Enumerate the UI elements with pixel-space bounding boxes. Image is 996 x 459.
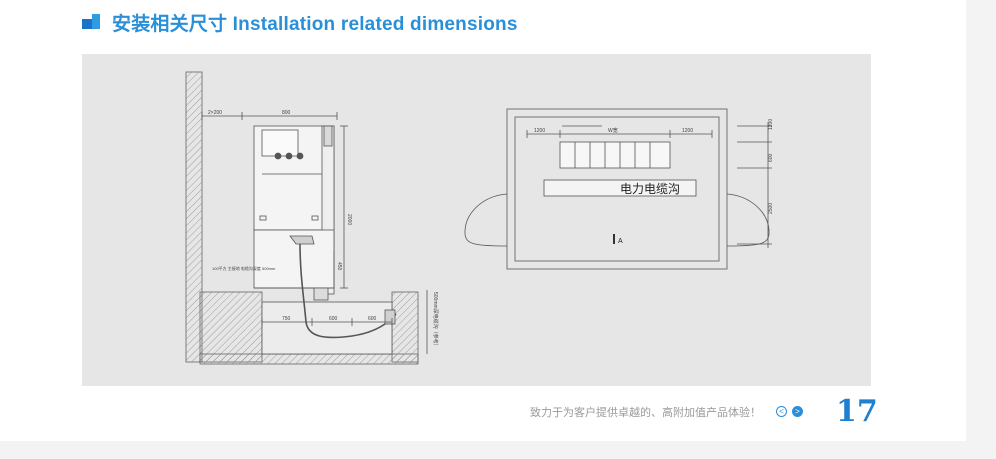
plan-inner-wall: [514, 116, 720, 262]
chevron-right-icon[interactable]: >: [792, 406, 803, 417]
wall-hatch: [185, 71, 203, 363]
side-view-labels: 2×200 800 2000 450 750 600 600 100平方 主接地…: [208, 110, 439, 349]
chevron-left-icon[interactable]: <: [776, 406, 787, 417]
plan-dim-right-top: 1200: [768, 119, 774, 130]
cable-pit: [261, 301, 393, 355]
plan-left-bulge: [464, 193, 508, 247]
ground-left: [199, 291, 263, 363]
dim-top-right: 800: [282, 110, 291, 116]
plan-outer-wall: [506, 108, 728, 270]
plan-dim-top-mid: W宽: [608, 127, 618, 134]
cable-channel: [543, 179, 697, 197]
plan-dim-right-bottom: 2500: [768, 203, 774, 214]
cabinet-knob-3: [296, 152, 304, 160]
dim-top-left: 2×200: [208, 110, 222, 116]
ground-bottom: [199, 353, 419, 365]
plan-marker-label: A: [618, 238, 623, 245]
dim-bottom-1: 750: [282, 316, 291, 322]
plan-right-bulge: [726, 193, 770, 247]
section-title: 安装相关尺寸 Installation related dimensions: [112, 13, 518, 35]
charger-row: [559, 141, 671, 169]
footer-slogan: 致力于为客户提供卓越的、高附加值产品体验！: [530, 407, 761, 419]
section-heading: 安装相关尺寸 Installation related dimensions: [82, 9, 518, 35]
side-view: [185, 71, 428, 365]
installation-drawing: 2×200 800 2000 450 750 600 600 100平方 主接地…: [82, 54, 871, 386]
cable-channel-label: 电力电缆沟: [620, 182, 680, 196]
right-margin-strip: [966, 0, 996, 459]
cabinet-display: [261, 129, 299, 157]
plan-view-labels: 1200 W宽 1200 1200 600 2500 电力电缆沟 A: [534, 119, 774, 245]
dim-right-2: 450: [336, 262, 342, 271]
cable-label: 100平方 主接地 电缆沟深度 500mm: [212, 265, 276, 271]
drawing-canvas: 2×200 800 2000 450 750 600 600 100平方 主接地…: [185, 71, 774, 365]
bottom-margin-strip: [0, 441, 966, 459]
plan-view: [464, 108, 772, 270]
dim-bottom-2: 600: [329, 316, 338, 322]
cabinet-knob-2: [285, 152, 293, 160]
dim-right-1: 2000: [346, 214, 352, 225]
cabinet-knob-1: [274, 152, 282, 160]
ground-right: [391, 291, 419, 363]
page-number: 17: [836, 394, 878, 429]
plan-dim-top-left: 1200: [534, 128, 545, 134]
dim-bottom-3: 600: [368, 316, 377, 322]
vertical-note: 500mm深电缆沟（参考）: [432, 292, 439, 349]
plan-dim-top-right: 1200: [682, 128, 693, 134]
two-blue-squares-icon: [82, 11, 104, 33]
plan-dim-right-mid: 600: [768, 153, 774, 162]
